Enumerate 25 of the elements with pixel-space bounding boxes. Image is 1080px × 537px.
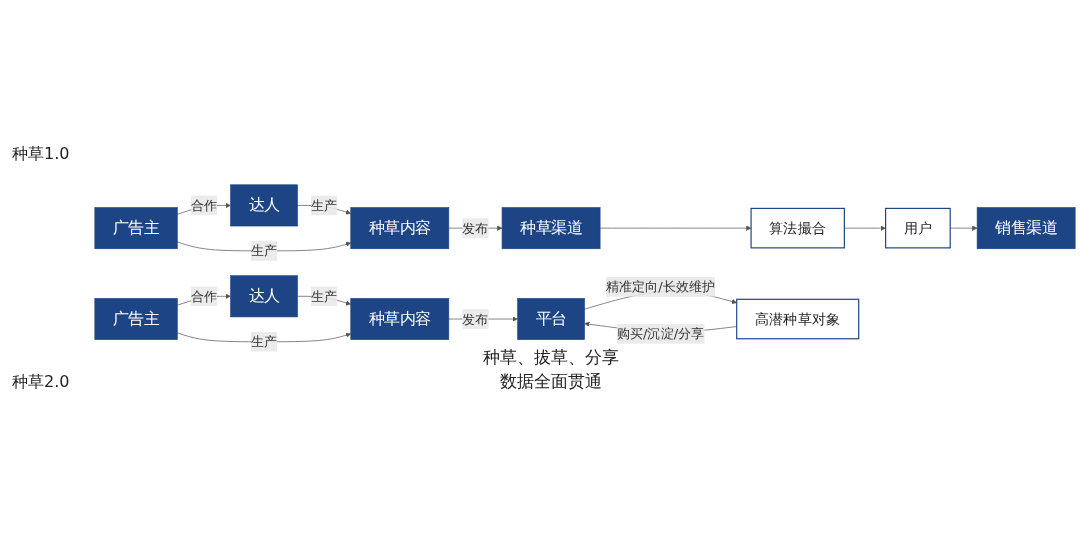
edge-label: 合作 xyxy=(190,198,218,214)
row-label: 种草1.0 xyxy=(11,143,71,165)
edge-label: 精准定向/长效维护 xyxy=(605,279,716,295)
node-box: 广告主 xyxy=(94,207,178,250)
edge-label: 合作 xyxy=(190,289,218,305)
node-box: 广告主 xyxy=(94,298,178,341)
node-box: 种草内容 xyxy=(350,298,450,341)
edge-label: 生产 xyxy=(250,334,278,350)
node-box: 种草内容 xyxy=(350,207,450,250)
edge-label: 生产 xyxy=(311,289,338,305)
node-box: 达人 xyxy=(230,275,298,318)
node-box: 高潜种草对象 xyxy=(736,299,860,340)
node-box: 销售渠道 xyxy=(976,207,1076,250)
edge-label: 发布 xyxy=(462,220,489,236)
edge-label: 生产 xyxy=(250,243,278,259)
node-box: 达人 xyxy=(230,184,298,227)
edge-label: 发布 xyxy=(462,311,489,327)
edge-label: 购买/沉淀/分享 xyxy=(616,326,705,342)
edge-label: 生产 xyxy=(311,198,338,214)
node-caption: 种草、拔草、分享数据全面贯通 xyxy=(482,345,621,393)
node-box: 算法撮合 xyxy=(750,208,845,249)
node-box: 平台 xyxy=(517,298,585,341)
node-box: 种草渠道 xyxy=(501,207,601,250)
node-box: 用户 xyxy=(885,208,951,249)
row-label: 种草2.0 xyxy=(11,372,71,394)
